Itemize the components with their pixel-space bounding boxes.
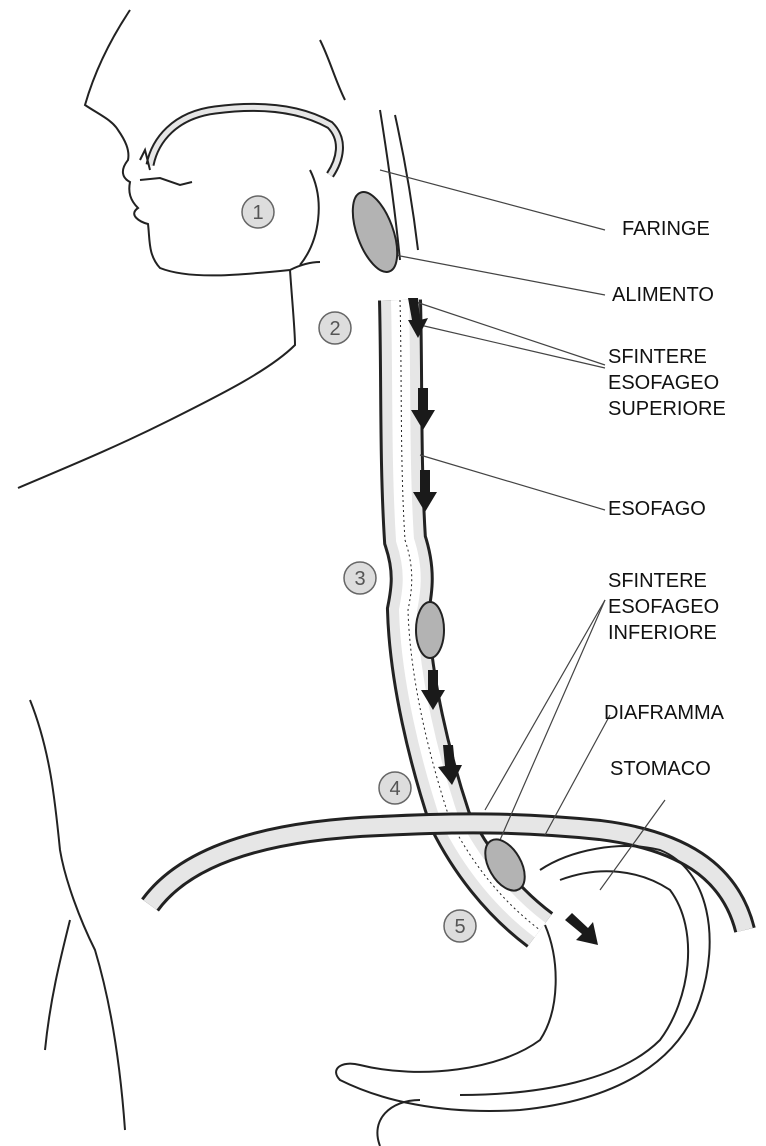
label-line: SFINTERE (608, 568, 719, 594)
svg-text:2: 2 (329, 318, 340, 340)
face-profile (85, 10, 320, 275)
stage-marker-3: 3 (344, 562, 376, 594)
stage-marker-5: 5 (444, 910, 476, 942)
stage-marker-4: 4 (379, 772, 411, 804)
head-back-outline (320, 40, 345, 100)
label-stomaco: STOMACO (610, 756, 711, 782)
food-bolus (416, 602, 444, 658)
svg-text:3: 3 (354, 568, 365, 590)
label-line: INFERIORE (608, 620, 719, 646)
neck-outline (18, 270, 295, 488)
label-sfintere-inferiore: SFINTERE ESOFAGEO INFERIORE (608, 568, 719, 646)
label-line: SFINTERE (608, 344, 726, 370)
label-esofago: ESOFAGO (608, 496, 706, 522)
label-sfintere-superiore: SFINTERE ESOFAGEO SUPERIORE (608, 344, 726, 422)
label-line: ESOFAGEO (608, 594, 719, 620)
stage-marker-1: 1 (242, 196, 274, 228)
mouth-outline (140, 150, 192, 185)
label-diaframma: DIAFRAMMA (604, 700, 724, 726)
svg-text:4: 4 (389, 778, 400, 800)
label-faringe: FARINGE (622, 216, 710, 242)
torso-outline (30, 700, 125, 1130)
svg-text:1: 1 (252, 202, 263, 224)
stage-marker-2: 2 (319, 312, 351, 344)
label-line: ESOFAGEO (608, 370, 726, 396)
label-line: SUPERIORE (608, 396, 726, 422)
down-arrow-icon (565, 913, 598, 945)
label-alimento: ALIMENTO (612, 282, 714, 308)
svg-text:5: 5 (454, 916, 465, 938)
